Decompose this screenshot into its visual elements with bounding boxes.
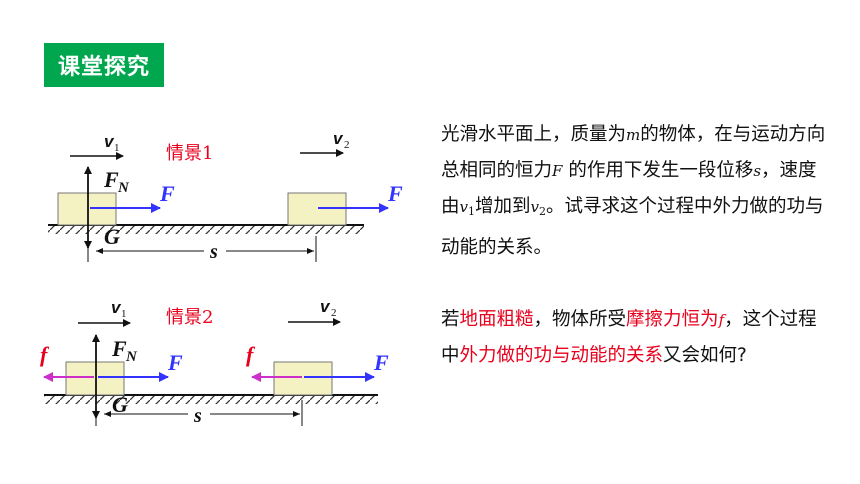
f-label-right: F <box>387 181 403 206</box>
text: 。试寻求这个过程中外力做的功与动能的关系。 <box>441 196 824 258</box>
friction-symbol: f <box>718 311 725 329</box>
v1-sub: 1 <box>121 308 127 320</box>
text: 的物体，在与运动方向总相同的恒力 <box>441 124 826 181</box>
v2-sub: 2 <box>331 307 337 319</box>
text: 若 <box>441 309 460 330</box>
scene-1: 情景1 v 1 v 2 F N G F F s <box>48 129 403 263</box>
problem-paragraph-2: 若地面粗糙，物体所受摩擦力恒为f，这个过程中外力做的功与动能的关系又会如何? <box>441 302 833 374</box>
s-label: s <box>193 405 202 427</box>
text: 光滑水平面上，质量为 <box>441 124 627 145</box>
force-symbol: F <box>552 162 563 180</box>
problem-paragraph-1: 光滑水平面上，质量为m的物体，在与运动方向总相同的恒力F 的作用下发生一段位移s… <box>441 117 833 266</box>
text: 又会如何? <box>663 345 747 366</box>
scene-1-title: 情景1 <box>166 143 213 164</box>
s-label: s <box>209 241 218 263</box>
highlight-friction: 摩擦力恒为 <box>626 309 719 330</box>
friction-label-left: f <box>40 342 50 367</box>
f-label-right: F <box>373 350 389 375</box>
ground-hatch <box>44 395 378 404</box>
displacement-symbol: s <box>753 162 762 180</box>
scene-2: 情景2 v 1 v 2 F N G f f F F s <box>40 297 389 427</box>
g-label: G <box>104 224 120 249</box>
friction-label-right: f <box>246 342 256 367</box>
fn-label: F <box>103 167 119 192</box>
fn-label: F <box>111 336 127 361</box>
f-label-left: F <box>167 350 183 375</box>
scene-2-title: 情景2 <box>166 307 213 328</box>
v2-sub: 2 <box>344 139 350 151</box>
v2-subscript: 2 <box>539 205 546 218</box>
block-end <box>273 361 333 396</box>
v2-label: v <box>320 297 331 316</box>
text: 增加到 <box>475 196 531 217</box>
v2-symbol: v <box>530 198 539 216</box>
text: ，速度由 <box>441 160 817 217</box>
text: ，物体所受 <box>533 309 627 330</box>
text: ，这个过程中 <box>441 309 817 366</box>
v1-label: v <box>111 298 122 317</box>
g-label: G <box>112 392 128 417</box>
highlight-work-energy: 外力做的功与动能的关系 <box>459 345 664 366</box>
fn-sub: N <box>125 349 138 365</box>
highlight-rough-ground: 地面粗糙 <box>459 309 534 330</box>
v1-label: v <box>104 132 115 151</box>
v2-label: v <box>333 129 344 148</box>
physics-diagram: 情景1 v 1 v 2 F N G F F s <box>40 129 403 427</box>
ground-hatch <box>48 225 364 234</box>
text: 的作用下发生一段位移 <box>562 160 754 181</box>
block-start <box>65 361 125 396</box>
v1-subscript: 1 <box>468 205 475 218</box>
section-badge: 课堂探究 <box>44 43 164 87</box>
v1-sub: 1 <box>114 142 120 154</box>
mass-symbol: m <box>626 126 641 144</box>
f-label-left: F <box>159 181 175 206</box>
fn-sub: N <box>117 180 130 196</box>
v1-symbol: v <box>459 198 468 216</box>
